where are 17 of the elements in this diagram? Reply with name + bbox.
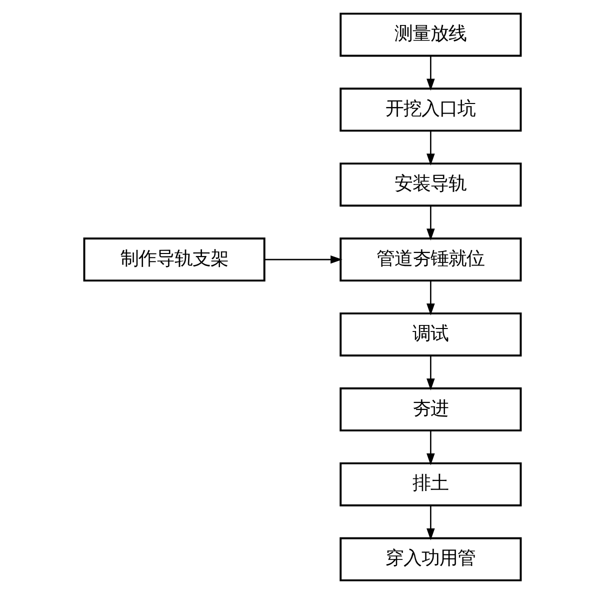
node-box: 调试 xyxy=(340,312,522,356)
arrow xyxy=(264,255,342,264)
node-box: 开挖入口坑 xyxy=(340,88,522,132)
arrow xyxy=(426,505,435,540)
node-box: 穿入功用管 xyxy=(340,537,522,582)
node-box: 安装导轨 xyxy=(340,162,522,207)
arrow xyxy=(426,280,435,316)
arrow xyxy=(426,56,435,91)
node-box: 测量放线 xyxy=(340,12,522,57)
node-box: 管道夯锤就位 xyxy=(340,238,522,282)
arrow xyxy=(426,356,435,390)
arrow xyxy=(426,206,435,240)
node-box: 制作导轨支架 xyxy=(83,238,266,282)
node-box: 排土 xyxy=(340,462,522,506)
arrow xyxy=(426,430,435,466)
arrow xyxy=(426,130,435,166)
node-box: 夯进 xyxy=(340,387,522,432)
